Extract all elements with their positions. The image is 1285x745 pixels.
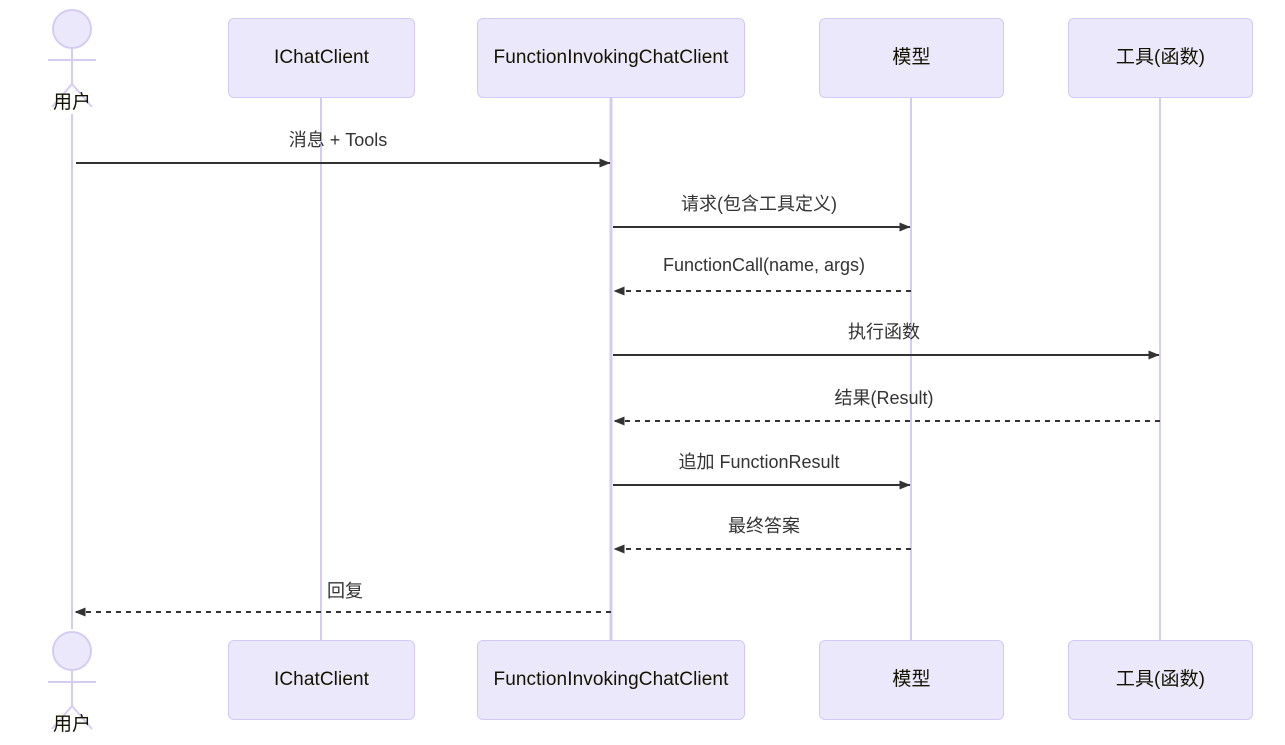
participant-box-tool-top[interactable]: 工具(函数) xyxy=(1068,18,1253,98)
participant-box-fic-top[interactable]: FunctionInvokingChatClient xyxy=(477,18,745,98)
lifelines-group xyxy=(71,98,1161,640)
actor-head xyxy=(52,631,92,671)
participant-label: FunctionInvokingChatClient xyxy=(493,46,729,68)
message-label-5: 追加 FunctionResult xyxy=(678,452,840,472)
participant-box-fic-bottom[interactable]: FunctionInvokingChatClient xyxy=(477,640,745,720)
message-label-3: 执行函数 xyxy=(848,322,920,342)
actor-figures-group xyxy=(48,9,96,730)
message-label-2: FunctionCall(name, args) xyxy=(662,255,866,275)
participant-box-model-bottom[interactable]: 模型 xyxy=(819,640,1004,720)
message-label-0: 消息 + Tools xyxy=(288,130,388,150)
actor-label-user-bottom: 用户 xyxy=(52,714,91,735)
participant-label: 工具(函数) xyxy=(1115,668,1206,690)
message-label-1: 请求(包含工具定义) xyxy=(681,194,837,214)
actor-label-user-top: 用户 xyxy=(52,92,91,113)
actor-figure-user-bottom xyxy=(48,631,96,730)
message-arrows-group xyxy=(74,158,1160,617)
participant-label: IChatClient xyxy=(273,668,370,690)
participant-label: 模型 xyxy=(892,46,931,68)
participant-label: 模型 xyxy=(892,668,931,690)
participant-label: 工具(函数) xyxy=(1115,46,1206,68)
participant-box-ichatclient-top[interactable]: IChatClient xyxy=(228,18,415,98)
participant-label: IChatClient xyxy=(273,46,370,68)
actor-head xyxy=(52,9,92,49)
message-label-6: 最终答案 xyxy=(728,516,800,536)
message-label-4: 结果(Result) xyxy=(834,388,934,408)
participant-box-ichatclient-bottom[interactable]: IChatClient xyxy=(228,640,415,720)
participant-label: FunctionInvokingChatClient xyxy=(493,668,729,690)
participant-box-model-top[interactable]: 模型 xyxy=(819,18,1004,98)
participant-box-tool-bottom[interactable]: 工具(函数) xyxy=(1068,640,1253,720)
message-label-7: 回复 xyxy=(327,581,363,601)
actor-figure-user-top xyxy=(48,9,96,108)
